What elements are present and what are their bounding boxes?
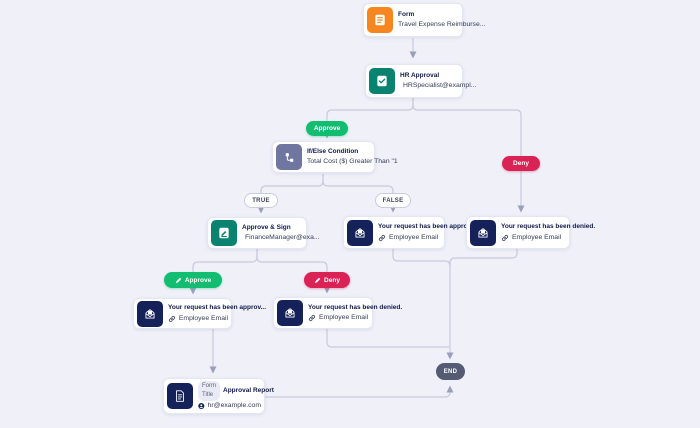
pen-icon bbox=[175, 277, 182, 283]
sign-icon bbox=[211, 220, 237, 246]
false-branch-label: FALSE bbox=[382, 197, 404, 204]
node-subtitle: hr@example.com bbox=[207, 401, 261, 409]
form-icon bbox=[367, 7, 393, 33]
node-title: If/Else Condition bbox=[307, 147, 359, 155]
node-subtitle: Employee Email bbox=[319, 314, 369, 322]
node-title: Your request has been approv... bbox=[378, 223, 477, 231]
branch-icon bbox=[276, 144, 302, 170]
link-icon bbox=[501, 234, 509, 241]
deny-sign-branch-pill[interactable]: Deny bbox=[304, 272, 350, 288]
approval-icon bbox=[369, 68, 395, 94]
node-title: Form bbox=[398, 10, 415, 18]
node-subtitle: Travel Expense Reimburse... bbox=[398, 21, 486, 29]
email-icon bbox=[470, 219, 496, 246]
node-title: HR Approval bbox=[400, 71, 440, 79]
report-icon bbox=[167, 383, 193, 409]
node-title: Your request has been approv... bbox=[168, 304, 267, 312]
if-else-condition-node[interactable]: If/Else Condition Total Cost ($) Greater… bbox=[272, 141, 398, 173]
email-denied-sign-node[interactable]: Your request has been denied. Employee E… bbox=[273, 297, 403, 329]
node-title: Approval Report bbox=[223, 386, 274, 394]
email-icon bbox=[137, 300, 163, 327]
node-subtitle: Total Cost ($) Greater Than "1 bbox=[307, 158, 398, 166]
approve-sign-branch-label: Approve bbox=[184, 276, 212, 284]
link-icon bbox=[378, 234, 386, 241]
approve-and-sign-node[interactable]: Approve & Sign FinanceManager@exa... bbox=[207, 217, 320, 249]
end-label: END bbox=[443, 368, 458, 375]
node-subtitle: FinanceManager@exa... bbox=[245, 234, 320, 242]
node-title: Approve & Sign bbox=[242, 223, 291, 231]
email-denied-top-node[interactable]: Your request has been denied. Employee E… bbox=[466, 216, 596, 249]
person-avatar-icon bbox=[198, 402, 205, 410]
false-branch-pill[interactable]: FALSE bbox=[375, 193, 411, 208]
approve-sign-branch-pill[interactable]: Approve bbox=[164, 272, 222, 288]
node-subtitle: Employee Email bbox=[389, 233, 439, 241]
deny-branch-pill[interactable]: Deny bbox=[502, 156, 540, 171]
true-branch-label: TRUE bbox=[252, 197, 270, 204]
approve-branch-label: Approve bbox=[313, 125, 341, 132]
email-approved-sign-node[interactable]: Your request has been approv... Employee… bbox=[133, 298, 267, 329]
node-subtitle: Employee Email bbox=[178, 314, 228, 322]
node-title: Your request has been denied. bbox=[501, 223, 596, 231]
hr-approval-node[interactable]: HR Approval HRSpecialist@exampl... bbox=[365, 64, 476, 98]
approve-branch-pill[interactable]: Approve bbox=[306, 121, 348, 136]
link-icon bbox=[168, 315, 175, 322]
pen-icon bbox=[314, 277, 321, 283]
node-subtitle: HRSpecialist@exampl... bbox=[403, 82, 477, 90]
form-node[interactable]: Form Travel Expense Reimburse... bbox=[363, 3, 486, 37]
end-marker: END bbox=[436, 363, 465, 380]
deny-branch-label: Deny bbox=[513, 160, 529, 167]
deny-sign-branch-label: Deny bbox=[324, 276, 340, 284]
approval-report-node[interactable]: Form Title Approval Report hr@example.co… bbox=[163, 378, 274, 414]
node-title: Your request has been denied. bbox=[308, 303, 403, 311]
email-icon bbox=[347, 219, 373, 246]
link-icon bbox=[308, 315, 316, 322]
true-branch-pill[interactable]: TRUE bbox=[244, 193, 278, 208]
node-subtitle: Employee Email bbox=[512, 233, 562, 241]
form-title-badge: Form Title bbox=[198, 380, 220, 401]
email-icon bbox=[277, 300, 303, 326]
email-approved-false-node[interactable]: Your request has been approv... Employee… bbox=[343, 216, 477, 249]
